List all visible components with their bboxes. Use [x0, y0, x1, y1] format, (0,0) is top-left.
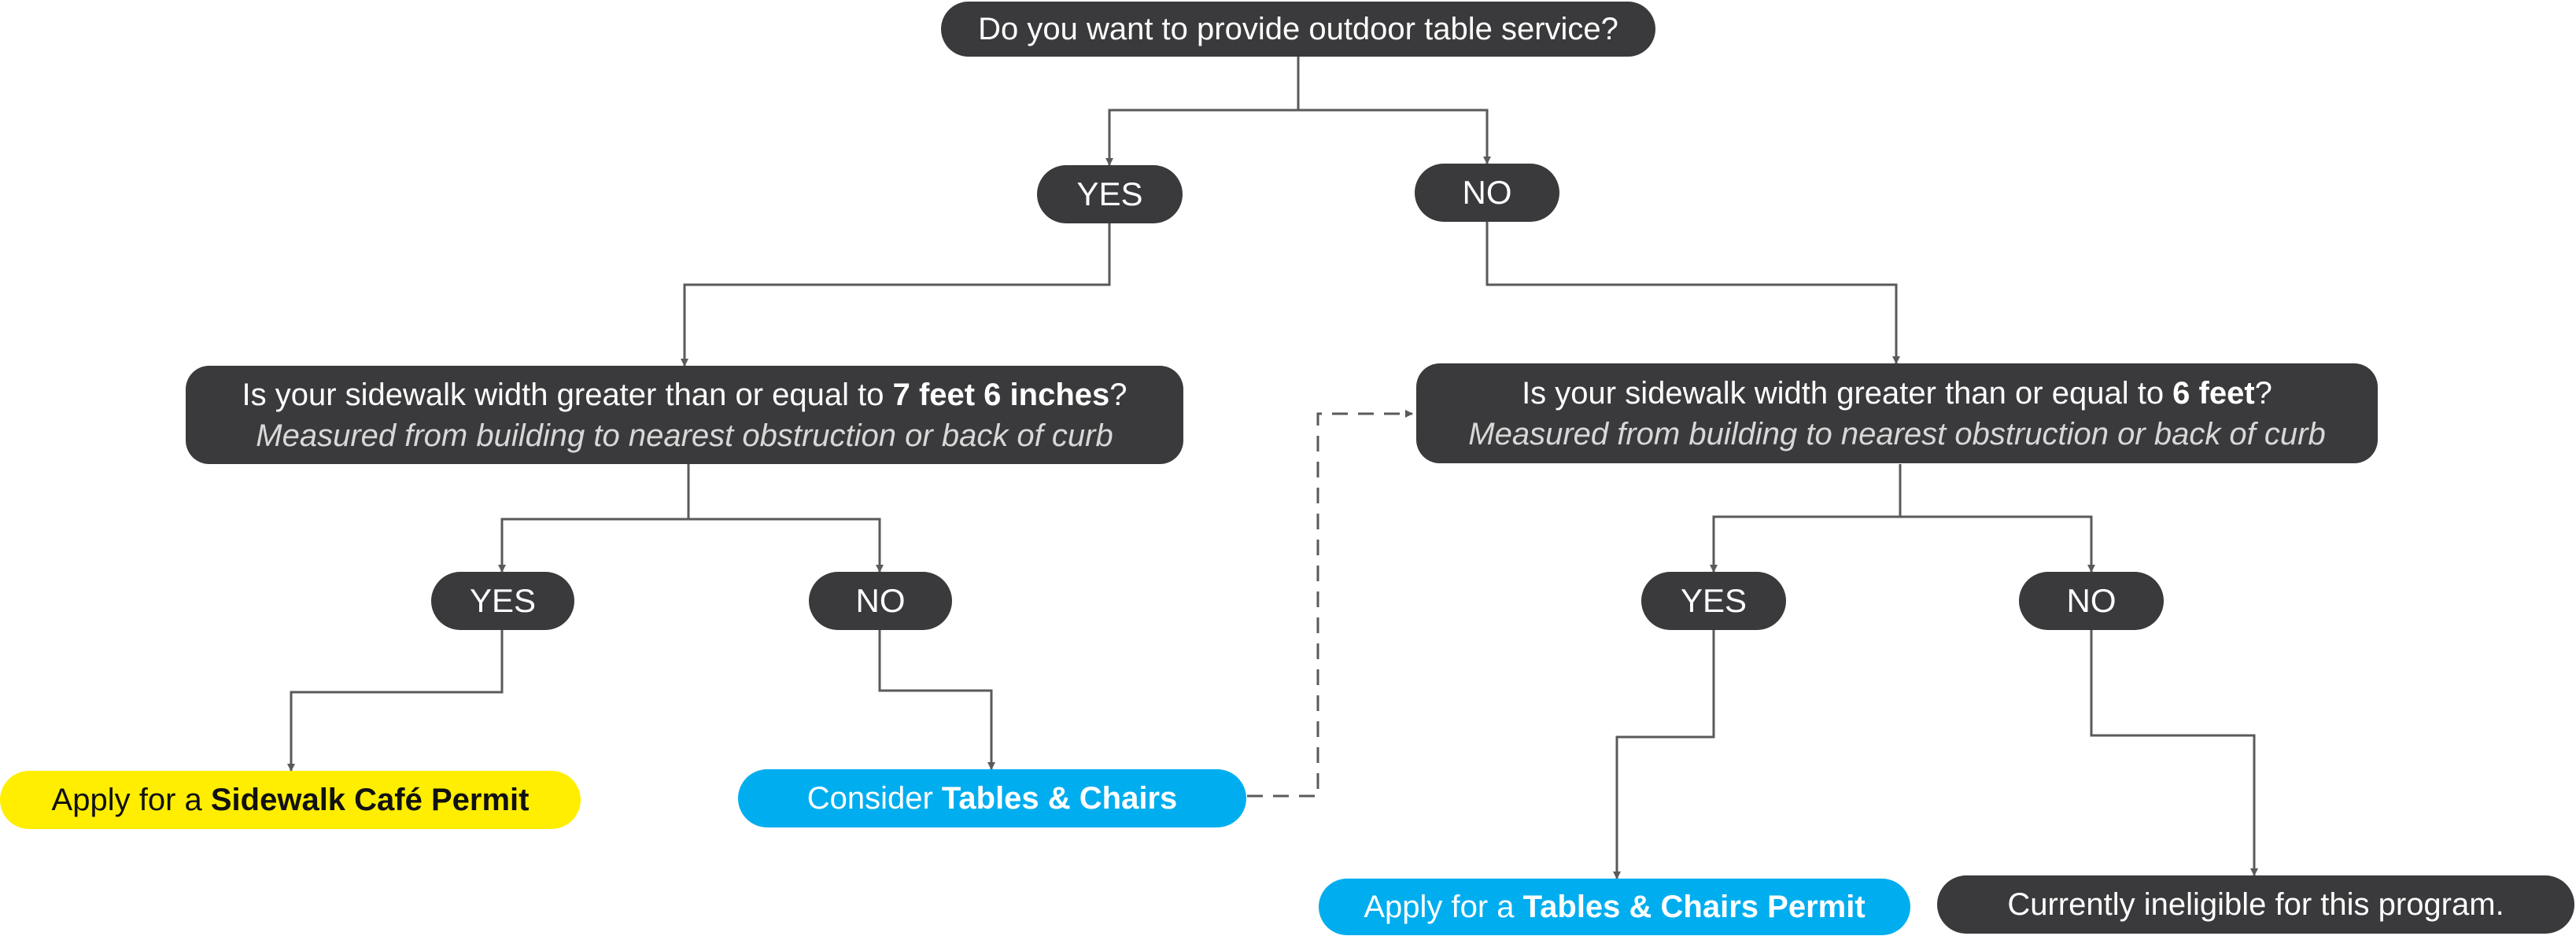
- right-yes-label: YES: [1680, 582, 1747, 619]
- root-question-node: Do you want to provide outdoor table ser…: [941, 2, 1655, 57]
- top-yes-node: YES: [1037, 165, 1183, 223]
- right-question-prefix: Is your sidewalk width greater than or e…: [1522, 375, 2173, 411]
- left-question-node: Is your sidewalk width greater than or e…: [186, 366, 1183, 464]
- sidewalk-cafe-line: Apply for a Sidewalk Café Permit: [52, 780, 530, 820]
- connector-root-no: [1298, 109, 1491, 164]
- left-question-line: Is your sidewalk width greater than or e…: [242, 374, 1127, 415]
- connector-right-yes-permit: [1613, 629, 1715, 879]
- left-no-label: NO: [855, 582, 906, 619]
- connector-left-yes-cafe: [287, 629, 504, 772]
- left-yes-label: YES: [469, 582, 537, 619]
- consider-tables-line: Consider Tables & Chairs: [807, 779, 1178, 818]
- sidewalk-cafe-permit-name: Sidewalk Café Permit: [210, 783, 530, 817]
- ineligible-text: Currently ineligible for this program.: [2007, 887, 2504, 922]
- right-question-threshold: 6 feet: [2172, 375, 2255, 411]
- sidewalk-cafe-outcome: Apply for a Sidewalk Café Permit: [0, 771, 581, 829]
- consider-tables-outcome: Consider Tables & Chairs: [738, 769, 1246, 827]
- right-question-node: Is your sidewalk width greater than or e…: [1416, 363, 2378, 463]
- right-no-node: NO: [2019, 572, 2164, 630]
- tables-permit-outcome: Apply for a Tables & Chairs Permit: [1319, 879, 1910, 935]
- right-question-note: Measured from building to nearest obstru…: [1468, 416, 2326, 451]
- connector-left-question-no: [688, 518, 884, 573]
- right-no-label: NO: [2066, 582, 2117, 619]
- tables-permit-line: Apply for a Tables & Chairs Permit: [1364, 887, 1865, 927]
- connector-right-question-no: [1900, 515, 2095, 573]
- top-no-label: NO: [1462, 174, 1512, 211]
- left-question-suffix: ?: [1109, 377, 1127, 412]
- tables-permit-prefix: Apply for a: [1364, 890, 1523, 924]
- right-question-line: Is your sidewalk width greater than or e…: [1522, 373, 2272, 414]
- tables-permit-name: Tables & Chairs Permit: [1522, 890, 1866, 924]
- connector-left-no-consider: [878, 629, 995, 770]
- top-no-node: NO: [1415, 164, 1559, 222]
- connector-right-no-ineligible: [2090, 629, 2258, 876]
- connector-root-yes: [1105, 55, 1300, 166]
- right-question-suffix: ?: [2254, 375, 2272, 411]
- ineligible-outcome: Currently ineligible for this program.: [1937, 875, 2574, 934]
- left-yes-node: YES: [431, 572, 574, 630]
- left-question-note: Measured from building to nearest obstru…: [256, 418, 1113, 453]
- connector-right-question-yes: [1710, 464, 1902, 573]
- right-yes-node: YES: [1641, 572, 1786, 630]
- left-no-node: NO: [809, 572, 952, 630]
- root-question-text: Do you want to provide outdoor table ser…: [978, 12, 1618, 46]
- left-question-prefix: Is your sidewalk width greater than or e…: [242, 377, 893, 412]
- connector-left-question-yes: [498, 464, 690, 573]
- top-yes-label: YES: [1076, 175, 1143, 212]
- connector-consider-right-question-dashed: [1247, 410, 1413, 798]
- consider-tables-prefix: Consider: [806, 781, 942, 816]
- connector-no-right-question: [1485, 222, 1900, 364]
- consider-tables-name: Tables & Chairs: [941, 781, 1178, 816]
- sidewalk-cafe-prefix: Apply for a: [51, 783, 211, 817]
- left-question-threshold: 7 feet 6 inches: [892, 377, 1110, 412]
- connector-yes-left-question: [681, 222, 1111, 367]
